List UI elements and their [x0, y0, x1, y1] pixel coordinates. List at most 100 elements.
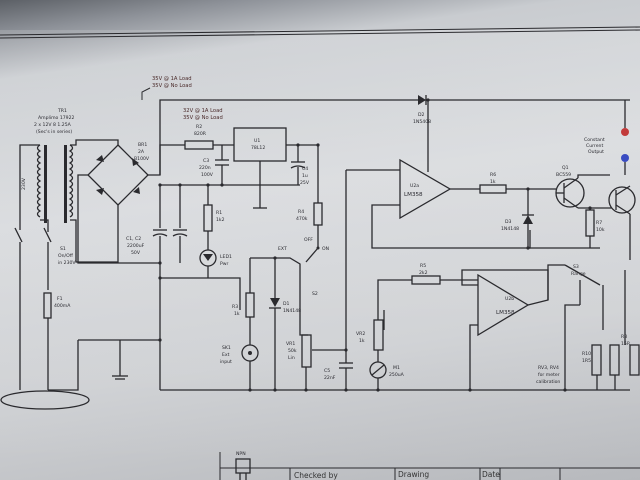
mains-wiring: S1 On/Off in 230V F1 400mA [0, 144, 90, 410]
diode-d1 [270, 298, 280, 307]
c4-value: 1u [302, 173, 308, 179]
svg-text:32V @ 1A Load: 32V @ 1A Load [183, 108, 223, 114]
resistor-rv3 [591, 344, 602, 376]
svg-text:SK1: SK1 [222, 345, 231, 351]
tr1-desc-3: (Sec's in series) [36, 129, 72, 135]
vr1-ref: VR1 [286, 341, 295, 347]
vr1-value: 50k [288, 348, 297, 354]
svg-text:R7: R7 [596, 220, 602, 226]
r7-value: 10k [596, 227, 605, 233]
svg-text:820R: 820R [194, 131, 207, 137]
br1-voltage: B100V [134, 156, 150, 162]
c1c2-ref: C1, C2 [126, 236, 141, 242]
q1-ref: Q1 [562, 165, 569, 171]
svg-text:10k: 10k [596, 227, 605, 233]
svg-text:R2: R2 [196, 124, 202, 130]
svg-text:D3: D3 [505, 219, 512, 225]
s3-label: Range [571, 271, 586, 277]
svg-text:Drawing: Drawing [398, 470, 429, 479]
r10-value: 1R5 [582, 358, 591, 364]
svg-text:RV3, RV4: RV3, RV4 [538, 365, 559, 371]
output-terminal-negative[interactable] [621, 154, 629, 162]
d2-ref: D2 [418, 112, 425, 118]
rv3-desc: for meter [538, 372, 560, 378]
r3-value: 1k [234, 311, 240, 317]
svg-text:input: input [220, 359, 232, 365]
svg-text:S1: S1 [60, 246, 66, 252]
svg-text:C5: C5 [324, 368, 330, 374]
tr1-desc-2: 2 x 12V 8 1.25A [34, 122, 72, 128]
rv3-desc-2: calibration [536, 379, 560, 385]
rv3-ref: RV3, RV4 [538, 365, 559, 371]
sk1-ref: SK1 [222, 345, 231, 351]
svg-text:Amplimo 17922: Amplimo 17922 [38, 115, 75, 121]
svg-text:S2: S2 [312, 291, 318, 297]
opamp-u2b: U2b LM358 R5 2k2 VR2 1k M1 250uA [356, 263, 565, 390]
svg-text:OFF: OFF [304, 237, 313, 243]
ext-input-section: R3 1k SK1 Ext input D1 1N4148 [220, 257, 301, 390]
u2b-part: LM358 [496, 310, 515, 316]
s1-switch-right [43, 227, 52, 243]
opamp-u2a: U2a LM358 R6 1k D3 1N4148 [371, 100, 556, 249]
m1-ref: M1 [393, 365, 400, 371]
svg-text:R3: R3 [232, 304, 238, 310]
svg-text:1N4148: 1N4148 [501, 226, 519, 232]
transformer-tr1: TR1 Amplimo 17922 2 x 12V 8 1.25A (Sec's… [21, 108, 75, 223]
u2b-ref: U2b [505, 296, 514, 302]
output-terminal-positive[interactable] [621, 128, 629, 136]
svg-text:Lin: Lin [288, 355, 295, 361]
svg-text:100V: 100V [201, 172, 214, 178]
f1-value: 400mA [54, 303, 71, 309]
c4-ref: C4 [302, 166, 308, 172]
transistor-q2 [608, 186, 636, 214]
resistor-r2 [184, 140, 214, 150]
s1-desc-2: in 230V [58, 260, 76, 266]
r2-ref: R2 [196, 124, 202, 130]
diode-d3 [523, 215, 533, 224]
potentiometer-vr2 [373, 319, 384, 351]
d2-part: 1N5408 [413, 119, 431, 125]
svg-text:1k: 1k [490, 179, 496, 185]
svg-text:C4: C4 [302, 166, 308, 172]
title-checked-by: Checked by [294, 471, 338, 480]
c1c2-voltage: 50V [131, 250, 141, 256]
svg-text:BR1: BR1 [138, 142, 147, 148]
r4-value: 470k [296, 216, 308, 222]
svg-text:250uA: 250uA [389, 372, 405, 378]
svg-text:50V: 50V [131, 250, 141, 256]
regulator-section: R2 820R 32V @ 1A Load 35V @ No Load U1 7… [183, 108, 318, 209]
svg-text:Checked by: Checked by [294, 471, 338, 480]
svg-text:LM358: LM358 [404, 192, 423, 198]
svg-text:230V: 230V [21, 177, 27, 190]
output-terminals: Constant Current Output [584, 100, 629, 175]
d1-ref: D1 [283, 301, 290, 307]
svg-text:50k: 50k [288, 348, 297, 354]
tr1-secondary-coil [68, 144, 74, 218]
fuse-f1 [43, 292, 52, 319]
svg-text:U1: U1 [254, 138, 260, 144]
svg-text:400mA: 400mA [54, 303, 71, 309]
svg-text:Current: Current [586, 143, 603, 149]
svg-text:1R5: 1R5 [582, 358, 591, 364]
diode-d2: D2 1N5408 [413, 95, 431, 125]
svg-text:Q1: Q1 [562, 165, 569, 171]
svg-text:B100V: B100V [134, 156, 150, 162]
tr1-core-right [64, 145, 67, 223]
svg-text:S3: S3 [573, 264, 579, 270]
power-led-circuit: R1 1k2 LED1 Pwr [160, 185, 241, 310]
s1-desc: On/Off [58, 253, 74, 259]
svg-text:NPN: NPN [236, 451, 246, 457]
svg-text:C3: C3 [203, 158, 209, 164]
svg-text:Ext: Ext [222, 352, 230, 358]
inner-note-noload: 35V @ No Load [183, 115, 223, 121]
vr1-c5-section: VR1 50k Lin C5 22nF [286, 169, 400, 390]
svg-text:35V @ No Load: 35V @ No Load [152, 83, 192, 89]
r5-ref: R5 [420, 263, 426, 269]
s1-switch-left [14, 227, 23, 243]
c5-value: 22nF [324, 375, 336, 381]
ext-label: EXT [278, 246, 287, 252]
title-date: Date [482, 470, 500, 479]
sheet-border-top [0, 29, 640, 39]
svg-text:F1: F1 [57, 296, 63, 302]
